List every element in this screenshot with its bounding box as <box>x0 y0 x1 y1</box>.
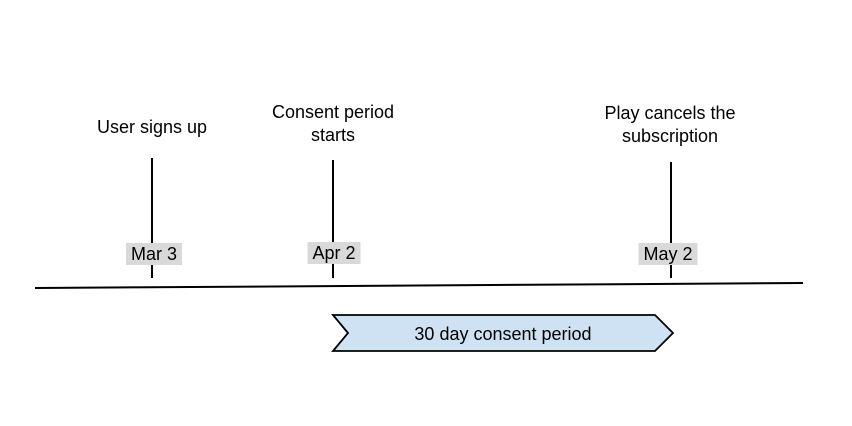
timeline-axis <box>34 282 804 289</box>
event-label-play-cancels-subscription: Play cancels the subscription <box>604 103 736 146</box>
ribbon-label: 30 day consent period <box>414 324 592 344</box>
event-label-user-signs-up: User signs up <box>96 117 208 137</box>
date-badge-may-2: May 2 <box>638 243 698 265</box>
event-label-consent-period-starts: Consent period starts <box>271 102 395 145</box>
consent-period-ribbon <box>331 314 675 352</box>
date-badge-mar-3: Mar 3 <box>125 243 183 265</box>
date-badge-apr-2: Apr 2 <box>307 242 361 264</box>
